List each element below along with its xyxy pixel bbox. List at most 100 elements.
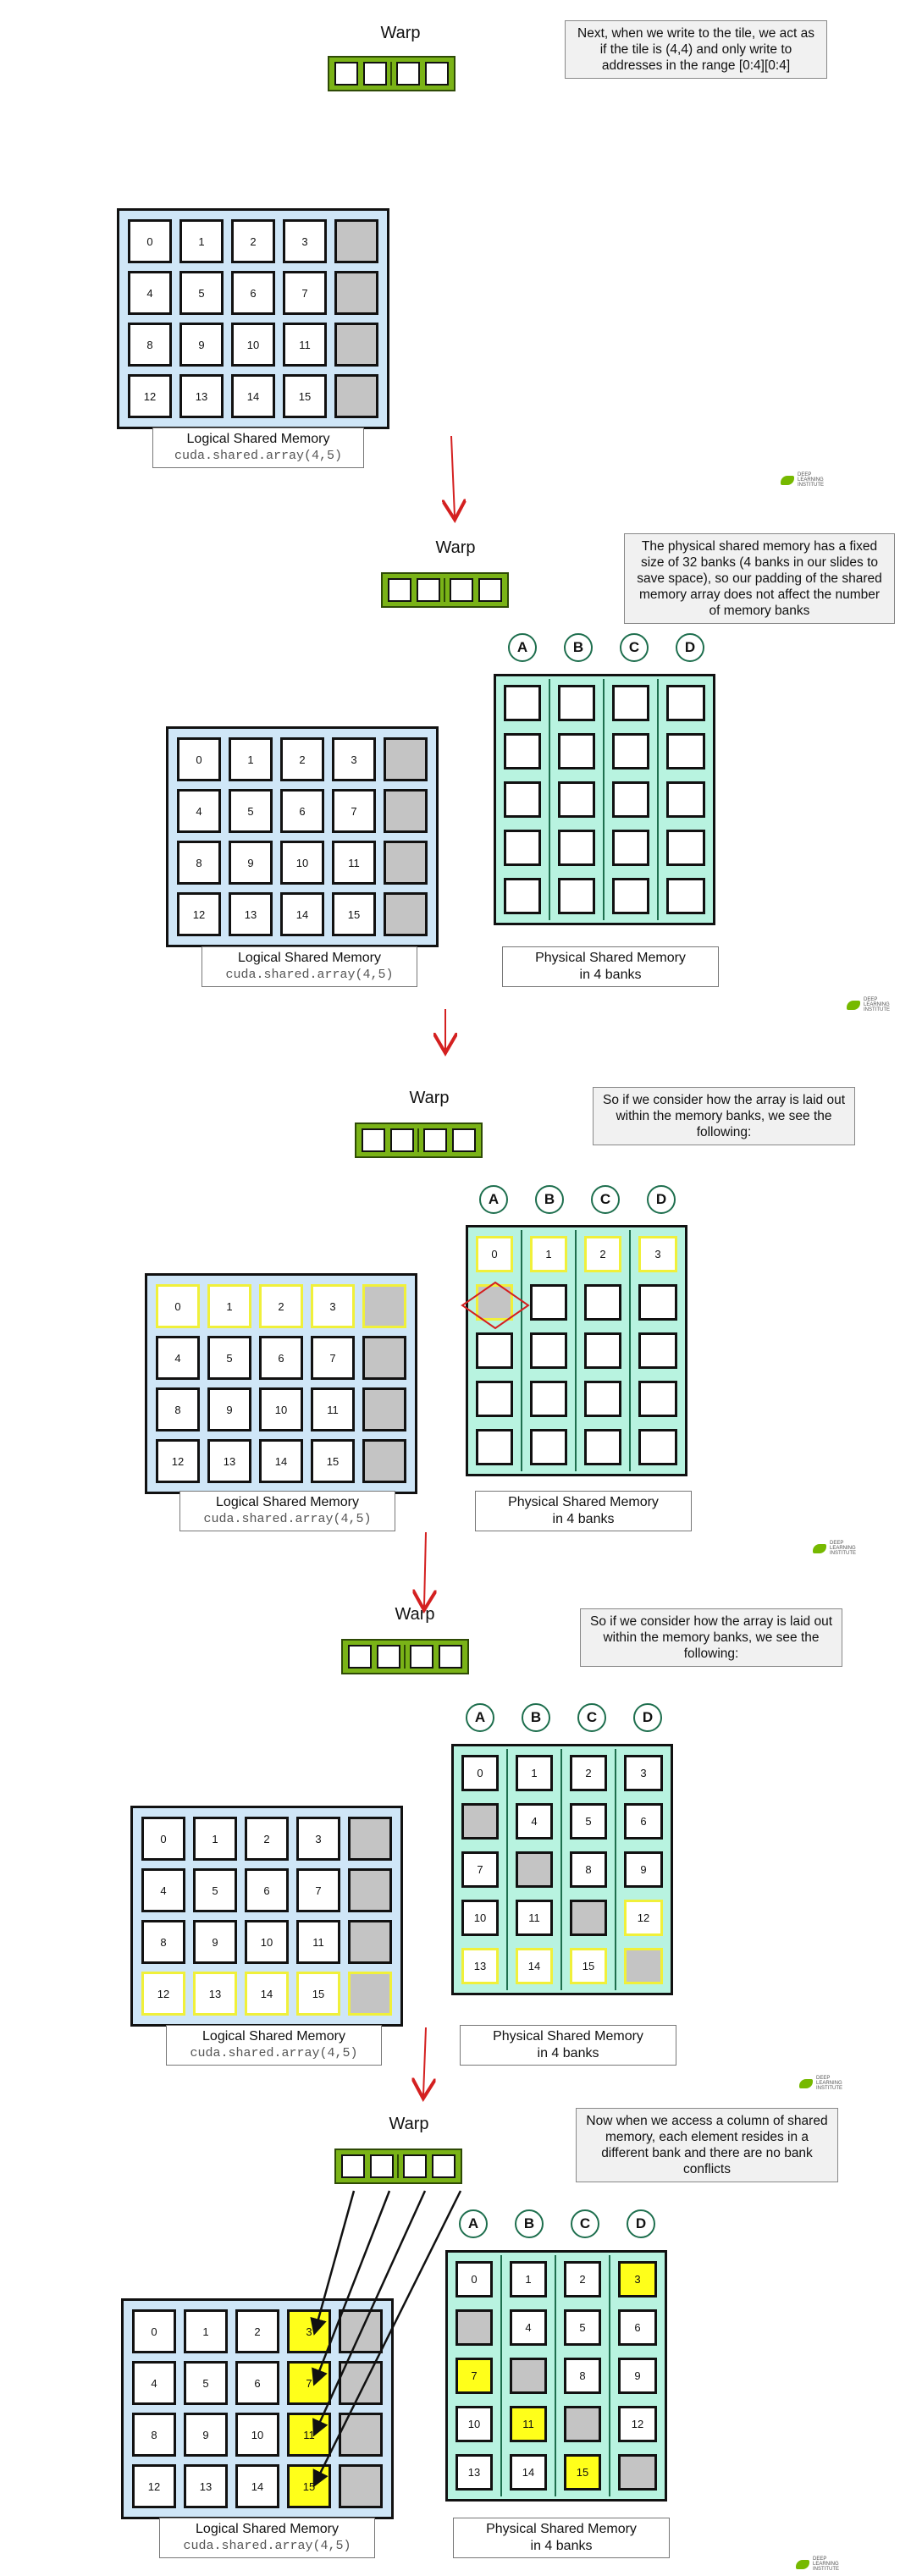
- logical-cell: 6: [259, 1336, 303, 1380]
- logical-cell: 11: [296, 1920, 340, 1964]
- logical-cell: 7: [283, 271, 327, 315]
- logical-cell: 8: [128, 323, 172, 367]
- logical-caption-code: cuda.shared.array(4,5): [190, 2046, 358, 2060]
- thread-slot: [423, 1128, 447, 1152]
- physical-cell: 1: [510, 2261, 547, 2297]
- logical-cell: 14: [259, 1439, 303, 1483]
- logical-caption-code: cuda.shared.array(4,5): [225, 968, 394, 982]
- padding-cell: [618, 2454, 657, 2491]
- physical-cell: 3: [624, 1755, 663, 1791]
- logical-cell: 12: [132, 2464, 176, 2508]
- physical-cell: 14: [516, 1948, 553, 1984]
- logical-caption: Logical Shared Memory cuda.shared.array(…: [152, 427, 364, 468]
- warp-title: Warp: [395, 1605, 435, 1624]
- nvidia-eye-icon: [847, 1000, 860, 1010]
- logical-caption: Logical Shared Memory cuda.shared.array(…: [202, 946, 417, 987]
- bank-slot: 0: [448, 2255, 502, 2303]
- logical-cell: 12: [177, 892, 221, 936]
- physical-cell: [558, 830, 595, 866]
- logical-cell: 14: [235, 2464, 279, 2508]
- nvidia-eye-icon: [799, 2078, 813, 2088]
- logical-cell: 2: [259, 1284, 303, 1328]
- bank-slot: [502, 2352, 556, 2400]
- physical-cell: 1: [516, 1755, 553, 1791]
- physical-cell: [558, 781, 595, 818]
- logical-cell: 8: [132, 2413, 176, 2457]
- bank-slot: [605, 872, 659, 920]
- physical-cell: 12: [618, 2406, 657, 2442]
- warp: [355, 1123, 483, 1158]
- bank-slot: [550, 679, 605, 727]
- logical-cell: 15: [287, 2464, 331, 2508]
- logical-cell: 10: [231, 323, 275, 367]
- logical-cell: 6: [245, 1868, 289, 1912]
- logical-cell: 8: [156, 1387, 200, 1431]
- bank-slot: 3: [610, 2255, 665, 2303]
- padding-cell: [362, 1336, 406, 1380]
- logical-cell: 12: [141, 1972, 185, 2016]
- physical-cell: 7: [456, 2358, 493, 2394]
- padding-cell: [624, 1948, 663, 1984]
- logical-cell: 10: [245, 1920, 289, 1964]
- bank-slot: 7: [448, 2352, 502, 2400]
- bank-slot: [468, 1423, 522, 1471]
- warp: [328, 56, 456, 91]
- logical-cell: 6: [231, 271, 275, 315]
- physical-cell: [504, 733, 541, 769]
- bank-slot: 12: [610, 2400, 665, 2448]
- physical-caption-line1: Physical Shared Memory: [486, 2522, 637, 2536]
- logical-cell: 4: [128, 271, 172, 315]
- padding-cell: [339, 2464, 383, 2508]
- padding-cell: [570, 1900, 607, 1936]
- logical-caption-title: Logical Shared Memory: [196, 2522, 339, 2536]
- padding-cell: [348, 1817, 392, 1861]
- bank-slot: 0: [468, 1230, 522, 1278]
- physical-caption-line2: in 4 banks: [530, 2539, 593, 2553]
- physical-cell: 15: [570, 1948, 607, 1984]
- logical-cell: 15: [311, 1439, 355, 1483]
- bank-slot: [496, 775, 550, 824]
- logical-cell: 15: [283, 374, 327, 418]
- bank-slot: 14: [508, 1942, 562, 1990]
- bank-slot: [577, 1327, 631, 1375]
- physical-cell: [638, 1332, 677, 1369]
- bank-slot: [631, 1423, 685, 1471]
- logical-cell: 1: [184, 2309, 228, 2353]
- bank-label: A: [466, 1703, 494, 1732]
- padding-cell: [334, 323, 378, 367]
- physical-cell: 1: [530, 1236, 567, 1272]
- warp: [381, 572, 509, 608]
- bank-label: C: [571, 2209, 599, 2238]
- bank-slot: 14: [502, 2448, 556, 2496]
- logical-caption-code: cuda.shared.array(4,5): [174, 449, 343, 463]
- logical-cell: 14: [280, 892, 324, 936]
- padding-cell: [384, 841, 428, 885]
- bank-slot: 1: [502, 2255, 556, 2303]
- padding-cell: [334, 271, 378, 315]
- note: The physical shared memory has a fixed s…: [624, 533, 895, 624]
- logical-cell: 7: [311, 1336, 355, 1380]
- logical-cell: 13: [179, 374, 224, 418]
- physical-cell: 2: [564, 2261, 601, 2297]
- logical-cell: 7: [296, 1868, 340, 1912]
- physical-cell: 2: [584, 1236, 621, 1272]
- note: So if we consider how the array is laid …: [593, 1087, 855, 1145]
- bank-slot: [659, 872, 713, 920]
- bank-slot: [522, 1423, 577, 1471]
- physical-cell: 6: [624, 1803, 663, 1840]
- physical-cell: 11: [510, 2406, 547, 2442]
- thread-slot: [478, 578, 502, 602]
- padding-cell: [348, 1920, 392, 1964]
- padding-cell: [384, 737, 428, 781]
- physical-cell: [558, 878, 595, 914]
- logical-cell: 4: [132, 2361, 176, 2405]
- thread-slot: [432, 2154, 456, 2178]
- bank-slot: 4: [508, 1797, 562, 1845]
- thread-slot: [377, 1645, 400, 1669]
- bank-slot: [631, 1327, 685, 1375]
- bank-slot: [508, 1845, 562, 1894]
